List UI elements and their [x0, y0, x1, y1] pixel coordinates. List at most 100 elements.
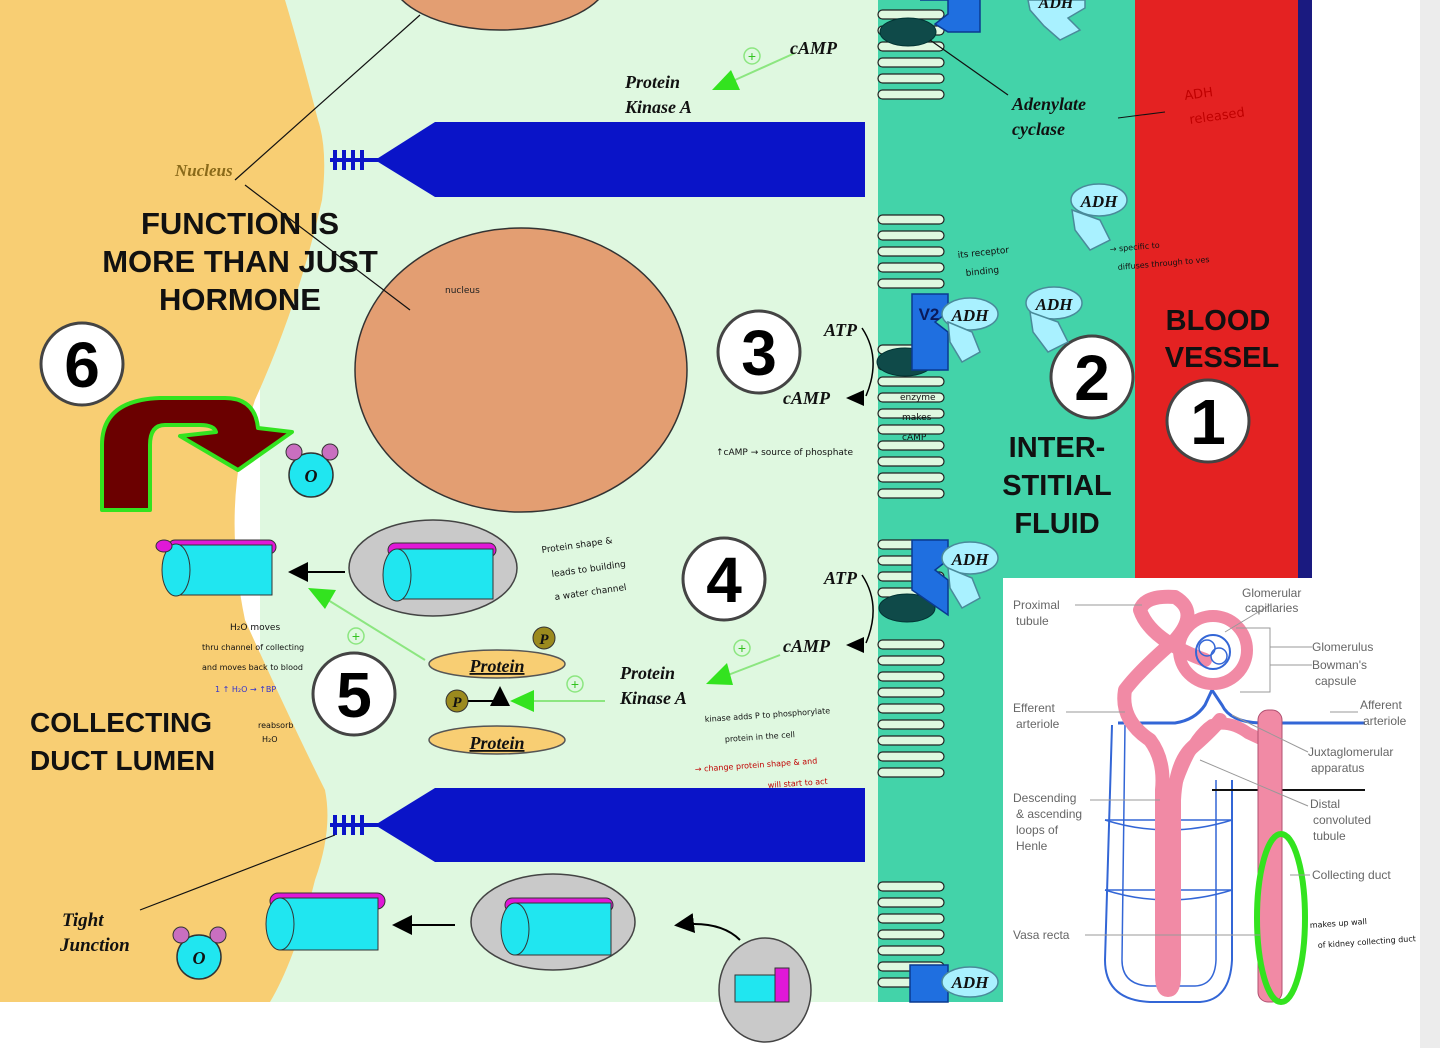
adh-molecule-free-1: ADH	[1070, 183, 1128, 251]
svg-text:O: O	[193, 948, 206, 968]
phosphate-top: P	[532, 626, 556, 650]
membrane-finger	[877, 751, 945, 762]
nucleus-pointer-2	[244, 184, 411, 311]
inset-bowmans-capsule	[1173, 610, 1253, 690]
membrane-finger	[877, 230, 945, 241]
protein-phosphorylated	[428, 649, 566, 679]
camp-arrowhead-4	[846, 637, 864, 653]
svg-text:V2: V2	[919, 305, 940, 324]
step-6-curved-arrow	[100, 396, 294, 512]
inset-label-bowmans-1: Bowman's	[1312, 658, 1367, 672]
svg-text:makes up wall: makes up wall	[1310, 917, 1368, 930]
inset-glomerulus	[1195, 634, 1231, 670]
membrane-finger	[877, 214, 945, 225]
step-1: 1	[1165, 378, 1251, 464]
membrane-finger	[877, 488, 945, 499]
inset-label-collecting: Collecting duct	[1312, 868, 1391, 882]
v2-receptor-3: V2	[911, 293, 949, 371]
interstitial-label-3: FLUID	[1014, 508, 1099, 540]
membrane-finger	[877, 881, 945, 892]
inset-label-afferent-2: arteriole	[1363, 714, 1407, 728]
title-line-1: FUNCTION IS	[141, 206, 339, 241]
membrane-finger	[877, 376, 945, 387]
inset-label-loops-1: Descending	[1013, 791, 1076, 805]
atp-label-4: ATP	[823, 568, 858, 588]
step-4: 4	[681, 536, 767, 622]
svg-text:ADH: ADH	[1035, 295, 1074, 314]
membrane-finger	[877, 687, 945, 698]
camp-label-upper: cAMP	[790, 38, 838, 58]
pka-label-lower-2: Kinase A	[619, 688, 687, 708]
inset-label-jga-1: Juxtaglomerular	[1308, 745, 1393, 759]
membrane-finger	[877, 262, 945, 273]
atp-label-3: ATP	[823, 320, 858, 340]
svg-text:enzyme: enzyme	[900, 393, 936, 403]
svg-text:H₂O moves: H₂O moves	[230, 623, 280, 633]
v2-receptor-top	[920, 0, 981, 33]
v2-receptor-4	[911, 539, 949, 617]
svg-text:P: P	[452, 695, 462, 711]
inset-label-vasa-recta: Vasa recta	[1013, 928, 1070, 942]
tight-junction-label-2: Junction	[59, 935, 130, 956]
pka-to-protein-arrow	[510, 690, 605, 712]
membrane-finger	[877, 735, 945, 746]
svg-text:ADH: ADH	[951, 973, 990, 992]
membrane-finger	[877, 719, 945, 730]
collecting-duct-highlight	[1254, 831, 1308, 1005]
plus-3: +	[571, 676, 579, 692]
water-molecule-1: O	[285, 443, 339, 498]
camp-label-4: cAMP	[783, 636, 831, 656]
phosphate-bottom: P	[445, 689, 469, 713]
svg-text:ADH: ADH	[1038, 0, 1074, 12]
inset-label-proximal-1: Proximal	[1013, 598, 1060, 612]
svg-text:thru channel of collecting: thru channel of collecting	[202, 643, 304, 652]
plus-2: +	[738, 640, 746, 656]
inset-label-loops-3: loops of	[1016, 823, 1059, 837]
step-3: 3	[716, 309, 802, 395]
membrane-finger	[877, 767, 945, 778]
plus-4: +	[352, 628, 360, 644]
step-5: 5	[311, 651, 397, 737]
inset-label-bowmans-2: capsule	[1315, 674, 1357, 688]
svg-text:1: 1	[1190, 386, 1226, 458]
membrane-finger	[877, 945, 945, 956]
vesicle-3	[718, 937, 812, 1043]
svg-text:5: 5	[336, 659, 372, 731]
membrane-finger	[877, 929, 945, 940]
svg-text:O: O	[305, 466, 318, 486]
tight-junction-label-1: Tight	[62, 910, 104, 931]
svg-text:reabsorb: reabsorb	[258, 721, 293, 730]
aquaporin-membrane-2	[265, 892, 386, 951]
blood-label-1: BLOOD	[1166, 305, 1271, 337]
membrane-finger	[877, 639, 945, 650]
blood-vessel-region	[1135, 0, 1300, 578]
membrane-finger	[877, 671, 945, 682]
membrane-finger	[877, 57, 945, 68]
adenylate-label-2: cyclase	[1012, 119, 1065, 139]
atp-camp-curve-4	[861, 574, 874, 644]
membrane-finger	[877, 472, 945, 483]
v2-receptor-bottom	[909, 964, 949, 1003]
adenylate-label-1: Adenylate	[1011, 94, 1086, 114]
membrane-finger	[877, 913, 945, 924]
interstitial-label-1: INTER-	[1009, 432, 1106, 464]
nucleus-main	[354, 227, 688, 513]
pka-label-lower-1: Protein	[619, 663, 675, 683]
svg-text:6: 6	[64, 329, 100, 401]
adenylate-cyclase-top	[879, 17, 937, 47]
vesicle-1	[348, 519, 518, 617]
inset-label-proximal-2: tubule	[1016, 614, 1049, 628]
membrane-finger	[877, 655, 945, 666]
title-line-2: MORE THAN JUST	[102, 244, 378, 279]
svg-text:4: 4	[706, 544, 742, 616]
lumen-label-1: COLLECTING	[30, 707, 212, 738]
camp-arrowhead-3	[846, 390, 864, 406]
svg-text:→ specific to: → specific to	[1109, 241, 1160, 254]
nucleus-handwritten: nucleus	[445, 286, 480, 296]
svg-text:cAMP: cAMP	[902, 433, 927, 443]
inset-label-jga-2: apparatus	[1311, 761, 1364, 775]
protein-unphosphorylated	[428, 725, 566, 755]
junction-bar-top	[375, 122, 865, 197]
plus-signs	[347, 47, 761, 693]
